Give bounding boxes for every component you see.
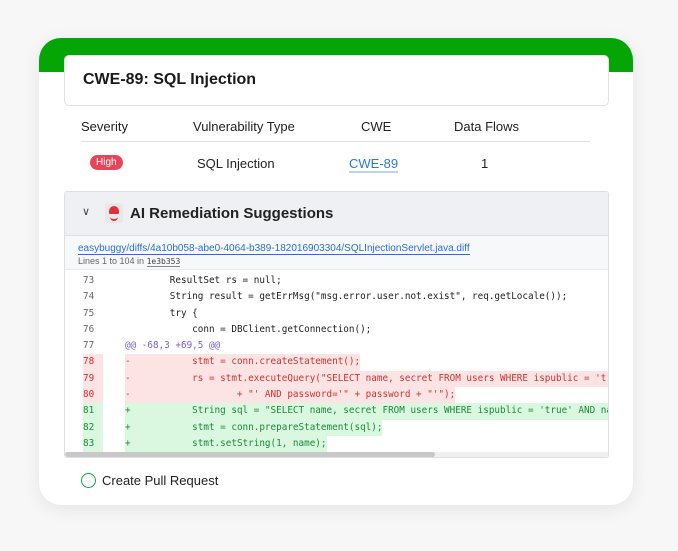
line-code: - + "' AND password='" + password + "'")… [125, 387, 456, 404]
line-code: - rs = stmt.executeQuery("SELECT name, s… [125, 370, 608, 388]
diff-file-link[interactable]: easybuggy/diffs/4a10b058-abe0-4064-b389-… [78, 243, 470, 255]
line-code: + stmt = conn.prepareStatement(sql); [125, 419, 383, 436]
line-code: @@ -68,3 +69,5 @@ [125, 340, 221, 352]
line-code: String result = getErrMsg("msg.error.use… [125, 291, 568, 303]
line-number: 73 [83, 275, 95, 286]
line-code: + String sql = "SELECT name, secret FROM… [125, 403, 608, 420]
line-number: 78 [83, 354, 103, 371]
scrollbar-thumb[interactable] [65, 452, 435, 457]
horizontal-scrollbar[interactable] [65, 452, 608, 457]
header-data-flows: Data Flows [454, 119, 520, 134]
file-info: easybuggy/diffs/4a10b058-abe0-4064-b389-… [65, 236, 608, 270]
panel-header[interactable]: ∨ AI Remediation Suggestions [65, 192, 608, 236]
line-code: ResultSet rs = null; [125, 275, 282, 286]
diff-line: 73 ResultSet rs = null; [65, 273, 608, 289]
cwe-link[interactable]: CWE-89 [349, 156, 399, 173]
diff-line: 77 @@ -68,3 +69,5 @@ [65, 338, 608, 354]
diff-line: 74 String result = getErrMsg("msg.error.… [65, 289, 608, 305]
chevron-down-icon[interactable]: ∨ [82, 206, 91, 218]
diff-line: 81 + String sql = "SELECT name, secret FR… [65, 403, 608, 420]
line-number: 80 [83, 387, 103, 404]
header-vulnerability-type: Vulnerability Type [193, 119, 295, 134]
line-number: 83 [83, 435, 103, 453]
ai-remediation-panel: ∨ AI Remediation Suggestions easybuggy/d… [64, 191, 609, 458]
diff-line: 75 try { [65, 306, 608, 322]
line-number: 81 [83, 403, 103, 420]
header-cwe: CWE [361, 119, 392, 134]
create-pull-request-label: Create Pull Request [102, 473, 219, 488]
table-divider [81, 141, 590, 142]
diff-line: 80 - + "' AND password='" + password + "'… [65, 387, 608, 404]
vulnerability-card: CWE-89: SQL Injection Severity Vulnerabi… [39, 38, 633, 505]
line-code: - stmt = conn.createStatement(); [125, 354, 361, 371]
lines-range: Lines 1 to 104 in [78, 256, 145, 266]
line-code: + stmt.setString(1, name); [125, 435, 327, 453]
lines-info: Lines 1 to 104 in 1e3b353 [78, 256, 181, 267]
create-pull-request-button[interactable]: Create Pull Request [81, 473, 218, 488]
diff-line: 82 + stmt = conn.prepareStatement(sql); [65, 419, 608, 436]
diff-line: 79 - rs = stmt.executeQuery("SELECT name,… [65, 370, 608, 388]
page-title: CWE-89: SQL Injection [83, 71, 257, 88]
line-number: 77 [83, 340, 95, 352]
line-number: 82 [83, 419, 103, 436]
line-number: 74 [83, 291, 95, 303]
data-flows-value: 1 [481, 156, 489, 171]
header-severity: Severity [81, 119, 128, 134]
commit-sha[interactable]: 1e3b353 [146, 257, 181, 267]
line-code: conn = DBClient.getConnection(); [125, 323, 372, 335]
diff-line: 78 - stmt = conn.createStatement(); [65, 354, 608, 371]
line-number: 76 [83, 323, 95, 335]
diff-code: 73 ResultSet rs = null;74 String result … [65, 270, 608, 453]
severity-badge: High [90, 155, 123, 170]
diff-line: 83 + stmt.setString(1, name); [65, 435, 608, 453]
line-code: try { [125, 307, 198, 319]
diff-line: 76 conn = DBClient.getConnection(); [65, 322, 608, 338]
line-number: 75 [83, 307, 95, 319]
panel-title: AI Remediation Suggestions [130, 205, 334, 222]
title-box: CWE-89: SQL Injection [64, 55, 609, 106]
ai-bot-icon [105, 203, 123, 223]
circle-icon [81, 473, 96, 488]
line-number: 79 [83, 370, 103, 388]
vulnerability-type-value: SQL Injection [197, 156, 275, 171]
